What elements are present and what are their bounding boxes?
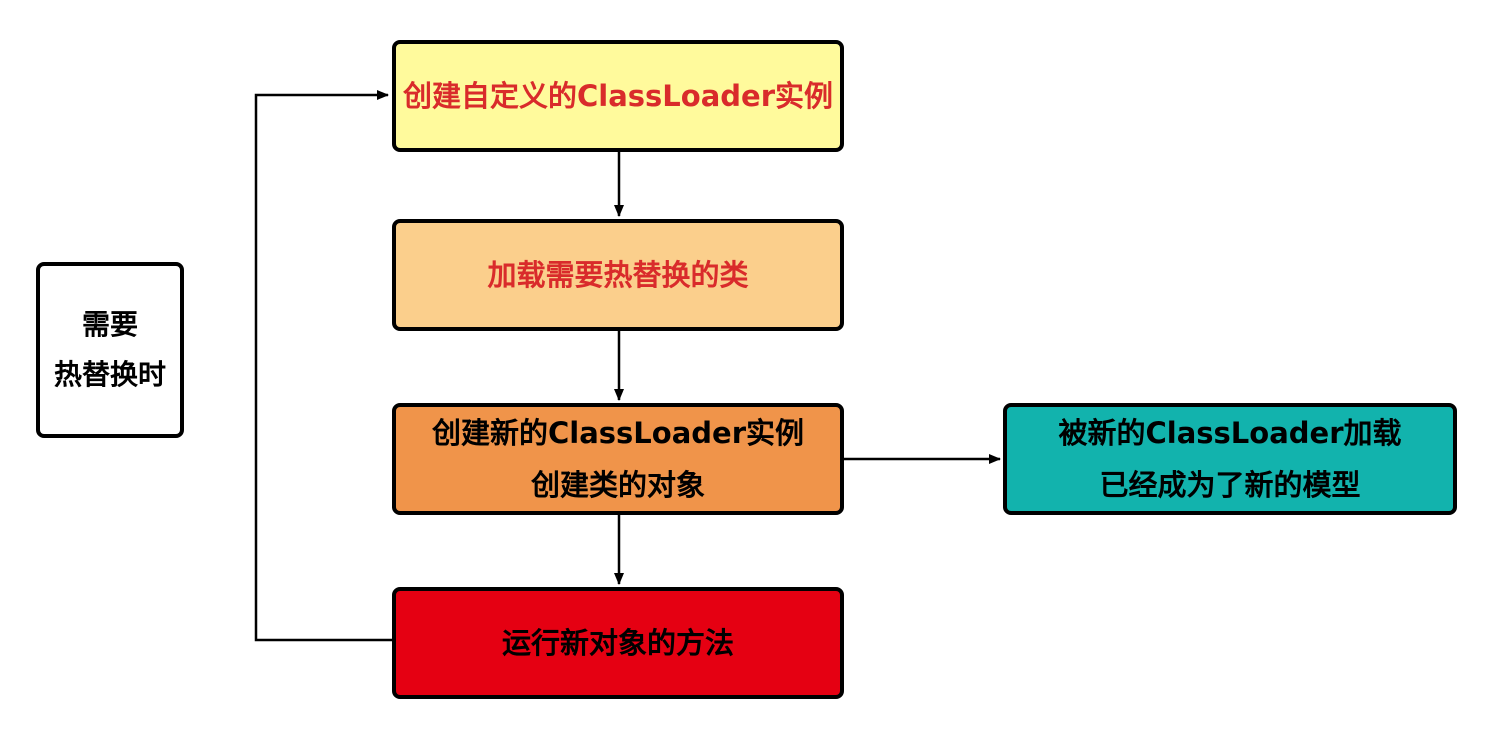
node-run-new-object-method-label: 运行新对象的方法 [501,625,734,660]
node-create-new-classloader: 创建新的ClassLoader实例 创建类的对象 [392,403,844,515]
node-loaded-by-new-classloader: 被新的ClassLoader加载 已经成为了新的模型 [1003,403,1457,515]
node-load-hot-swap-class-label: 加载需要热替换的类 [487,257,749,292]
node-loaded-by-new-classloader-line-2: 已经成为了新的模型 [1099,468,1361,502]
node-create-new-classloader-line-2: 创建类的对象 [530,468,705,502]
node-hot-swap-trigger-line-2: 热替换时 [53,358,166,391]
node-load-hot-swap-class: 加载需要热替换的类 [392,219,844,331]
loop-back-edge [254,90,392,642]
node-run-new-object-method: 运行新对象的方法 [392,587,844,699]
node-hot-swap-trigger-line-1: 需要 [81,307,138,341]
node-create-new-classloader-line-1: 创建新的ClassLoader实例 [431,415,805,450]
node-hot-swap-trigger: 需要 热替换时 [36,262,184,438]
node-create-custom-classloader-label: 创建自定义的ClassLoader实例 [402,78,834,113]
node-loaded-by-new-classloader-line-1: 被新的ClassLoader加载 [1058,415,1402,450]
node-create-custom-classloader: 创建自定义的ClassLoader实例 [392,40,844,152]
